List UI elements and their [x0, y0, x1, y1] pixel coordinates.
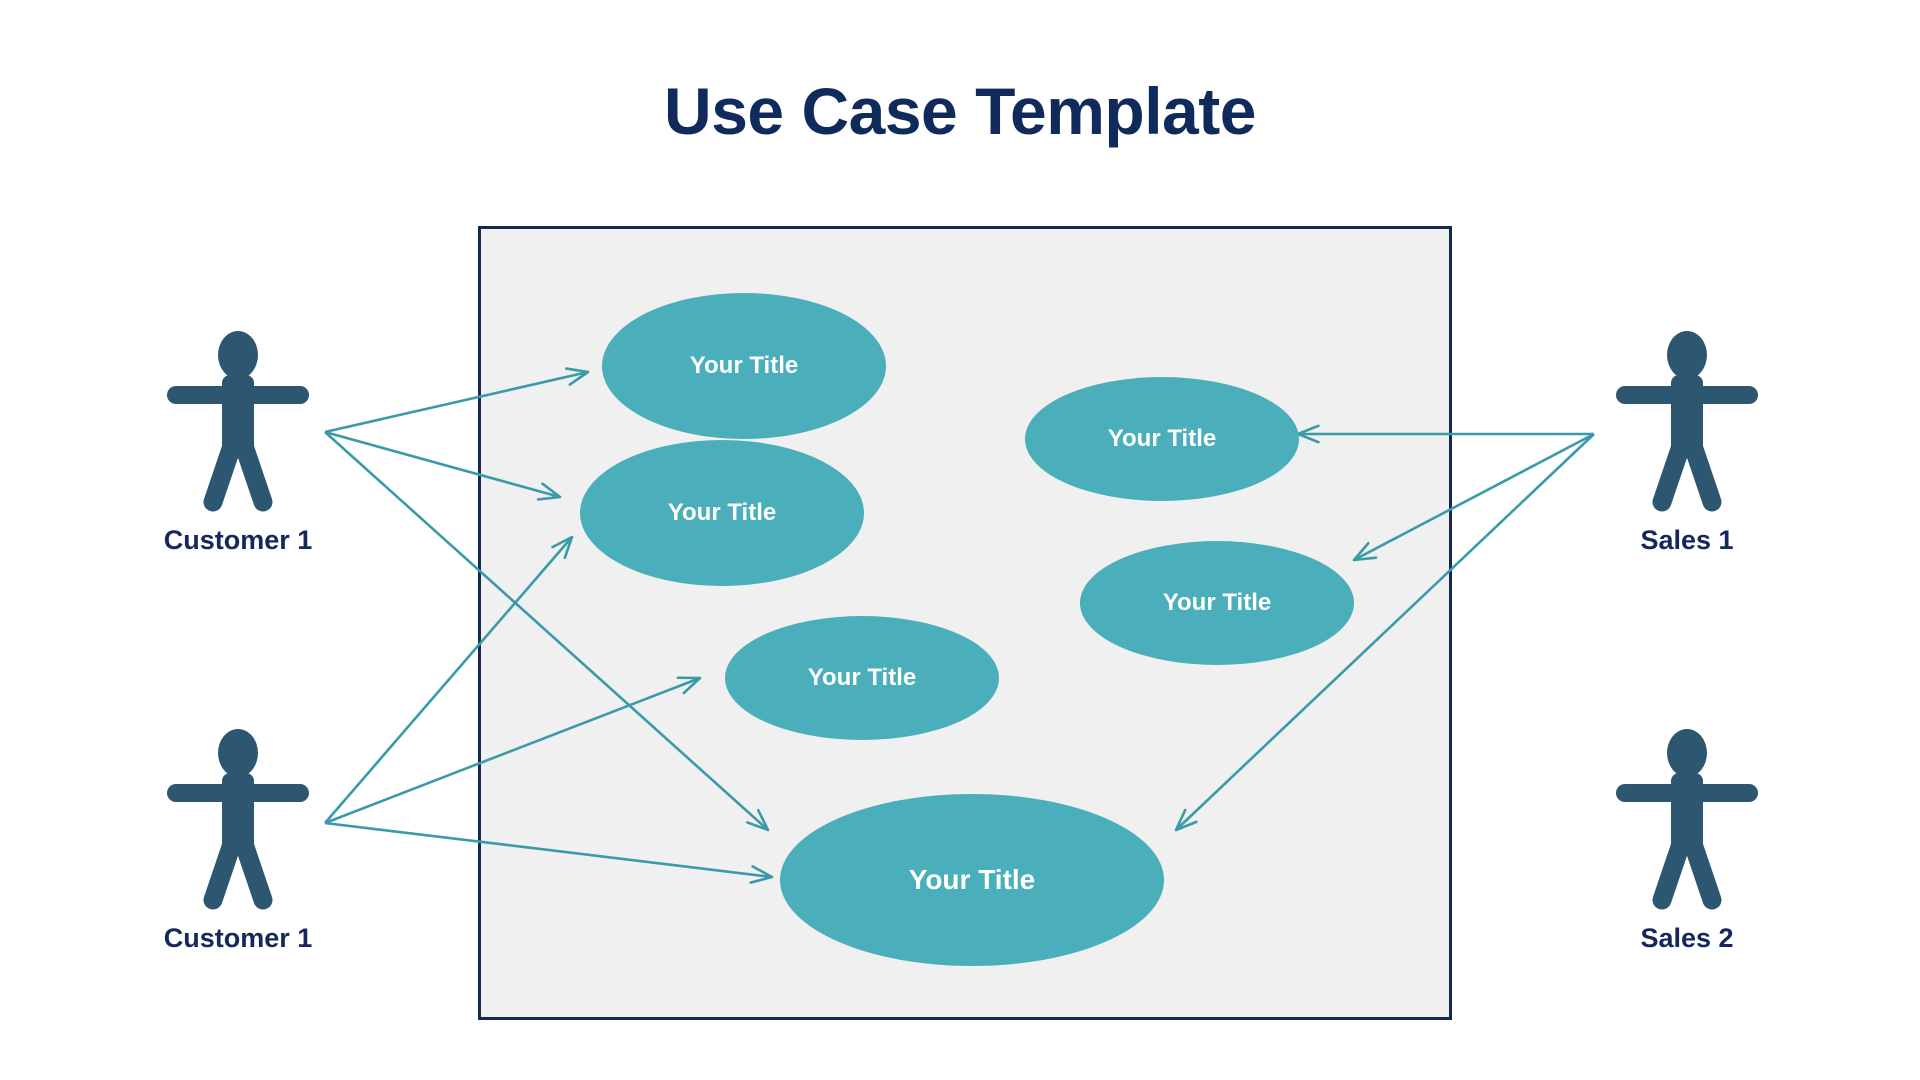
use-case-label: Your Title: [1107, 424, 1217, 452]
actor-figure-icon: [1616, 331, 1758, 512]
actor-label: Customer 1: [163, 923, 313, 953]
use-case-label: Your Title: [667, 498, 777, 526]
use-case-ellipse[interactable]: Your Title: [780, 794, 1164, 966]
actor-sales-1-2[interactable]: [1612, 330, 1762, 515]
use-case-label: Your Title: [689, 351, 799, 379]
use-case-ellipse[interactable]: Your Title: [1080, 541, 1354, 665]
actor-label: Customer 1: [163, 525, 313, 555]
use-case-ellipse[interactable]: Your Title: [1025, 377, 1299, 501]
use-case-label: Your Title: [807, 663, 917, 691]
use-case-ellipse[interactable]: Your Title: [580, 440, 864, 586]
page-title: Use Case Template: [664, 74, 1256, 148]
use-case-label: Your Title: [1162, 588, 1272, 616]
use-case-label: Your Title: [908, 863, 1036, 895]
actor-figure-icon: [167, 331, 309, 512]
actor-label: Sales 2: [1640, 923, 1734, 953]
actor-sales-2-3[interactable]: [1612, 728, 1762, 913]
actor-figure-icon: [1616, 729, 1758, 910]
actor-customer-1-1[interactable]: [163, 728, 313, 913]
actor-figure-icon: [167, 729, 309, 910]
use-case-ellipse[interactable]: Your Title: [725, 616, 999, 740]
use-case-ellipse[interactable]: Your Title: [602, 293, 886, 439]
actor-customer-1-0[interactable]: [163, 330, 313, 515]
actor-label: Sales 1: [1640, 525, 1734, 555]
